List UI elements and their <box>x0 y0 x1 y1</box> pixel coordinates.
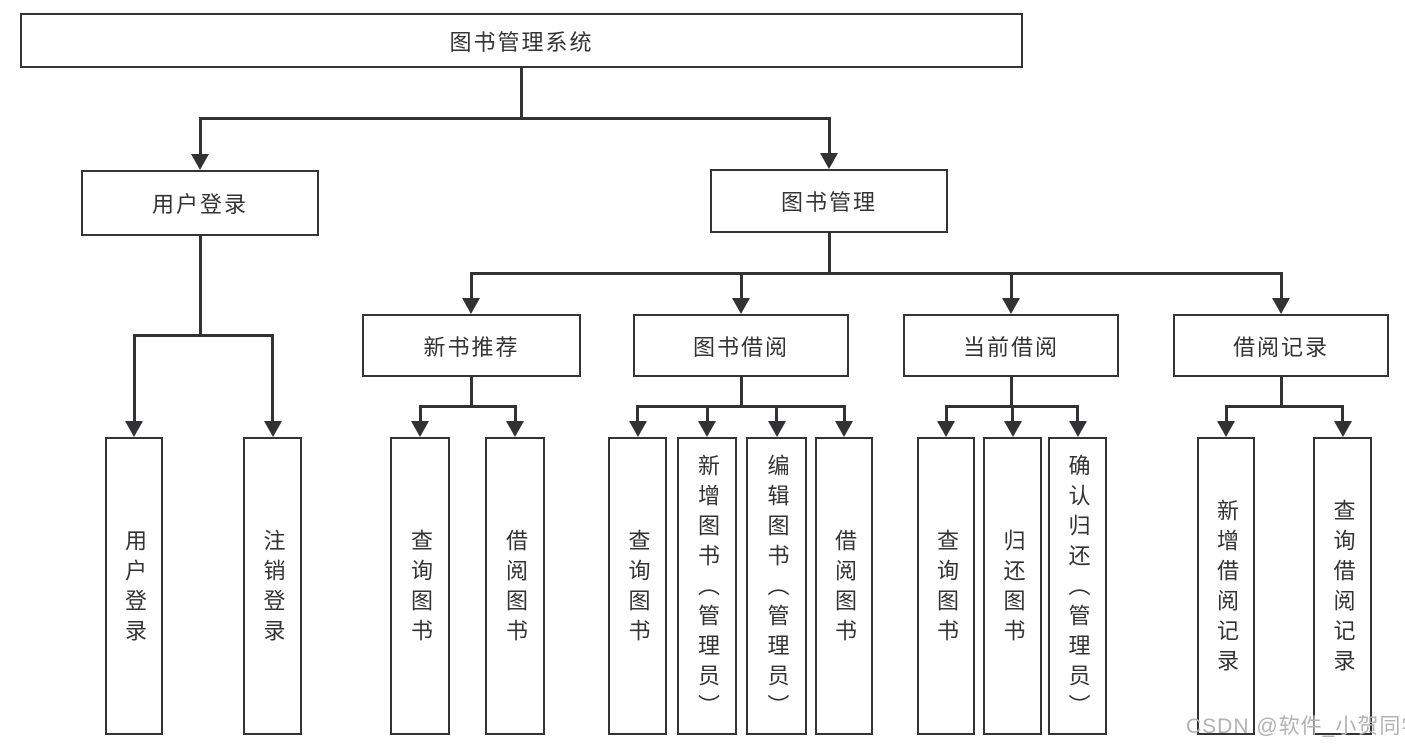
arrowhead-down-icon <box>835 421 853 437</box>
connector-line-recommend-stem <box>469 377 473 408</box>
arrowhead-down-icon <box>1272 298 1290 314</box>
connector-line-level2-bus <box>198 116 831 120</box>
arrowhead-down-icon <box>732 298 750 314</box>
connector-line-drop-recommend <box>469 273 473 300</box>
connector-line-level3-bus <box>469 271 1283 275</box>
node-add-borrow-record: 新增借阅记录 <box>1197 437 1255 735</box>
arrowhead-down-icon <box>937 421 955 437</box>
connector-line-drop-management <box>827 118 831 154</box>
arrowhead-down-icon <box>191 154 209 170</box>
connector-line-drop-user-login <box>132 335 136 423</box>
connector-line-drop-leaf <box>705 406 709 423</box>
node-query-borrow-record: 查询借阅记录 <box>1313 437 1372 735</box>
node-edit-book-admin: 编辑图书（管理员） <box>746 437 807 735</box>
node-book-borrowing: 图书借阅 <box>633 314 849 377</box>
connector-line-drop-leaf <box>513 406 517 423</box>
node-current-borrowing: 当前借阅 <box>903 314 1119 377</box>
arrowhead-down-icon <box>411 421 429 437</box>
connector-line-login-bus <box>132 333 274 337</box>
connector-line-borrowing-bus <box>636 404 846 408</box>
arrowhead-down-icon <box>628 421 647 437</box>
node-confirm-return-admin: 确认归还（管理员） <box>1048 437 1107 735</box>
node-borrowing-records: 借阅记录 <box>1173 314 1389 377</box>
node-user-login-leaf: 用户登录 <box>105 437 163 735</box>
connector-line-root-stem <box>519 68 523 118</box>
arrowhead-down-icon <box>767 421 786 437</box>
node-new-book-recommendation: 新书推荐 <box>362 314 581 377</box>
node-query-books-current: 查询图书 <box>917 437 975 735</box>
arrowhead-down-icon <box>1333 421 1352 437</box>
connector-line-drop-leaf <box>775 406 778 423</box>
csdn-watermark: CSDN @软件_小贺同学 <box>1186 715 1405 738</box>
connector-line-records-stem <box>1279 377 1283 408</box>
arrowhead-down-icon <box>263 421 282 437</box>
connector-line-drop-leaf <box>1076 406 1079 423</box>
connector-line-records-bus <box>1224 404 1344 408</box>
node-borrow-books-borrowing: 借阅图书 <box>815 437 873 735</box>
node-root: 图书管理系统 <box>20 13 1023 68</box>
connector-line-management-stem <box>827 233 831 275</box>
connector-line-drop-leaf <box>944 406 948 423</box>
arrowhead-down-icon <box>1217 421 1235 437</box>
connector-line-borrowing-stem <box>739 377 743 408</box>
connector-line-recommend-bus <box>418 404 517 408</box>
arrowhead-down-icon <box>1002 298 1020 314</box>
connector-line-drop-leaf <box>636 406 639 423</box>
connector-line-drop-logout <box>271 335 274 423</box>
connector-line-login-stem <box>198 236 202 336</box>
node-borrow-books-recommend: 借阅图书 <box>485 437 545 735</box>
arrowhead-down-icon <box>698 421 716 437</box>
arrowhead-down-icon <box>1003 421 1022 437</box>
connector-line-current-stem <box>1009 377 1013 408</box>
connector-line-drop-login <box>198 118 202 155</box>
node-add-book-admin: 新增图书（管理员） <box>677 437 737 735</box>
node-user-login-branch: 用户登录 <box>81 170 319 236</box>
node-query-books-borrowing: 查询图书 <box>608 437 667 735</box>
arrowhead-down-icon <box>820 153 838 169</box>
node-logout: 注销登录 <box>243 437 302 735</box>
connector-line-drop-leaf <box>1011 406 1014 423</box>
node-book-management: 图书管理 <box>710 169 948 233</box>
connector-line-drop-leaf <box>842 406 846 423</box>
connector-line-drop-records <box>1279 273 1283 300</box>
arrowhead-down-icon <box>125 421 143 437</box>
connector-line-drop-leaf <box>1224 406 1228 423</box>
connector-line-drop-current <box>1009 273 1013 300</box>
node-query-books-recommend: 查询图书 <box>390 437 450 735</box>
arrowhead-down-icon <box>1068 421 1087 437</box>
arrowhead-down-icon <box>462 298 480 314</box>
arrowhead-down-icon <box>506 421 524 437</box>
node-return-books: 归还图书 <box>983 437 1042 735</box>
connector-line-drop-leaf <box>1341 406 1344 423</box>
connector-line-drop-borrowing <box>739 273 743 300</box>
connector-line-drop-leaf <box>418 406 422 423</box>
